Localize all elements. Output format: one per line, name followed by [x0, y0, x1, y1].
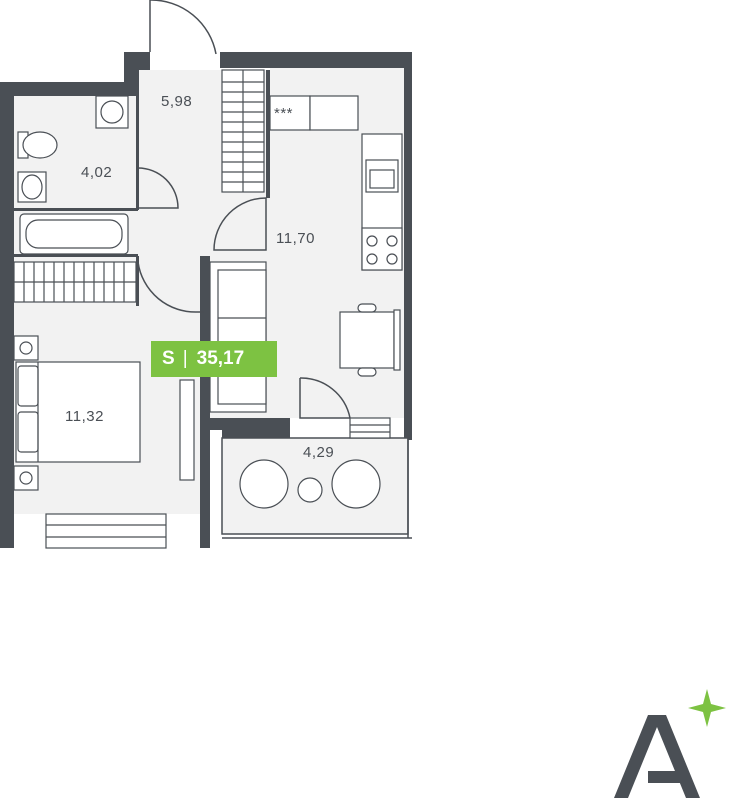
total-area-prefix: S: [162, 348, 175, 369]
partitions: [14, 70, 270, 526]
star-icon: [688, 689, 726, 727]
brand-logo-icon: [614, 689, 726, 798]
bathroom-area: 4,02: [81, 164, 112, 181]
bathroom-fixtures: [17, 95, 129, 255]
hall-area: 5,98: [161, 93, 192, 110]
dining-table: [339, 303, 401, 377]
toilet-icon: [22, 131, 58, 159]
balcony-furniture: [239, 417, 391, 509]
doors: [137, 0, 351, 419]
bedroom-furniture: [13, 335, 195, 491]
window: [45, 513, 167, 549]
nightstand: [13, 465, 39, 491]
balcony-frame: [221, 437, 412, 539]
hall-wardrobe: [221, 69, 265, 193]
armchair-icon: [239, 459, 289, 509]
kitchen-living-area: 11,70: [276, 230, 315, 247]
bedroom-wardrobe: [13, 261, 137, 303]
kitchen-fixtures: [269, 95, 403, 271]
wardrobe: [179, 379, 195, 481]
total-area-value: 35,17: [196, 348, 245, 369]
table-icon: [339, 311, 395, 369]
sofa-icon: [209, 261, 267, 413]
coffee-table-icon: [297, 477, 323, 503]
stove-icon: [361, 227, 403, 271]
bedroom-area: 11,32: [65, 408, 104, 425]
armchair-icon: [331, 459, 381, 509]
total-area-badge: S | 35,17: [151, 341, 277, 377]
kitchen-cabinet-marker: ***: [274, 105, 293, 122]
total-area-separator: |: [182, 348, 188, 369]
balcony-area: 4,29: [303, 444, 334, 461]
